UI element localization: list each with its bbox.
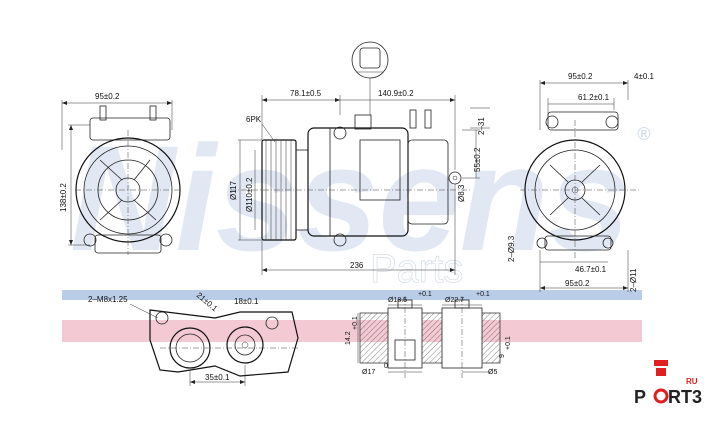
brand-suffix: RU xyxy=(686,377,698,386)
watermark-registered: ® xyxy=(637,124,651,144)
side-dim-bore: Ø8.3 xyxy=(457,184,466,202)
section-dim-depth-tol: +0.1 xyxy=(352,316,359,330)
side-dim-a: 78.1±0.5 xyxy=(290,89,322,98)
right-dim-small: 4±0.1 xyxy=(634,72,655,81)
section-dim-port-a: Ø18.5 xyxy=(388,297,407,304)
blue-band xyxy=(62,290,642,300)
left-dim-top: 95±0.2 xyxy=(95,92,120,101)
side-dim-c: 2–31 xyxy=(477,117,486,135)
section-dim-sub: 9 xyxy=(499,354,506,358)
watermark-sub: Parts xyxy=(370,247,463,291)
side-dim-length: 236 xyxy=(350,261,364,270)
side-dim-b: 140.9±0.2 xyxy=(378,89,414,98)
section-dim-sub-tol: +0.1 xyxy=(505,336,512,350)
right-dim-side: 2–Ø11 xyxy=(629,268,638,292)
flange-dim-base: 35±0.1 xyxy=(205,373,230,382)
watermark-text: Nissens xyxy=(70,114,630,282)
flange-dim-top: 18±0.1 xyxy=(234,297,259,306)
brand-logo: RU P RT3 xyxy=(634,360,702,407)
right-dim-bottom: 46.7±0.1 xyxy=(575,265,607,274)
brand-o-icon xyxy=(653,388,669,404)
left-view: 95±0.2 138±0.2 xyxy=(59,92,182,255)
section-dim-port-a-tol: +0.1 xyxy=(418,291,432,298)
section-dim-depth: 14.2 xyxy=(345,331,352,345)
side-dim-pulley-inner: Ø110±0.2 xyxy=(245,177,254,212)
side-view: 78.1±0.5 140.9±0.2 2–31 6PK Ø117 Ø110±0.… xyxy=(229,41,490,275)
section-dim-bottom-a: Ø17 xyxy=(362,369,375,376)
right-view: 95±0.2 4±0.1 61.2±0.1 2–Ø9.3 46.7±0.1 95… xyxy=(507,72,655,292)
section-dim-bottom-a-tol: 0 xyxy=(384,363,388,370)
brand-name-b: RT3 xyxy=(668,387,702,407)
right-dim-offset: 61.2±0.1 xyxy=(578,93,610,102)
section-dim-bottom-b: Ø5 xyxy=(488,369,497,376)
brand-name-a: P xyxy=(634,387,646,407)
section-dim-port-b-tol: +0.1 xyxy=(476,291,490,298)
brand-piston-icon xyxy=(654,360,668,366)
section-dim-port-b: Ø22.7 xyxy=(445,297,464,304)
side-dim-mount: 55±0.2 xyxy=(473,147,482,172)
flange-thread: 2–M8x1.25 xyxy=(88,295,128,304)
right-dim-hole: 2–Ø9.3 xyxy=(507,235,516,262)
right-dim-base: 95±0.2 xyxy=(565,279,590,288)
right-dim-width: 95±0.2 xyxy=(568,72,593,81)
side-belt-label: 6PK xyxy=(246,115,262,124)
section-view: Ø18.5 +0.1 Ø22.7 +0.1 14.2 +0.1 9 +0.1 Ø… xyxy=(345,291,512,378)
left-dim-height: 138±0.2 xyxy=(59,183,68,212)
